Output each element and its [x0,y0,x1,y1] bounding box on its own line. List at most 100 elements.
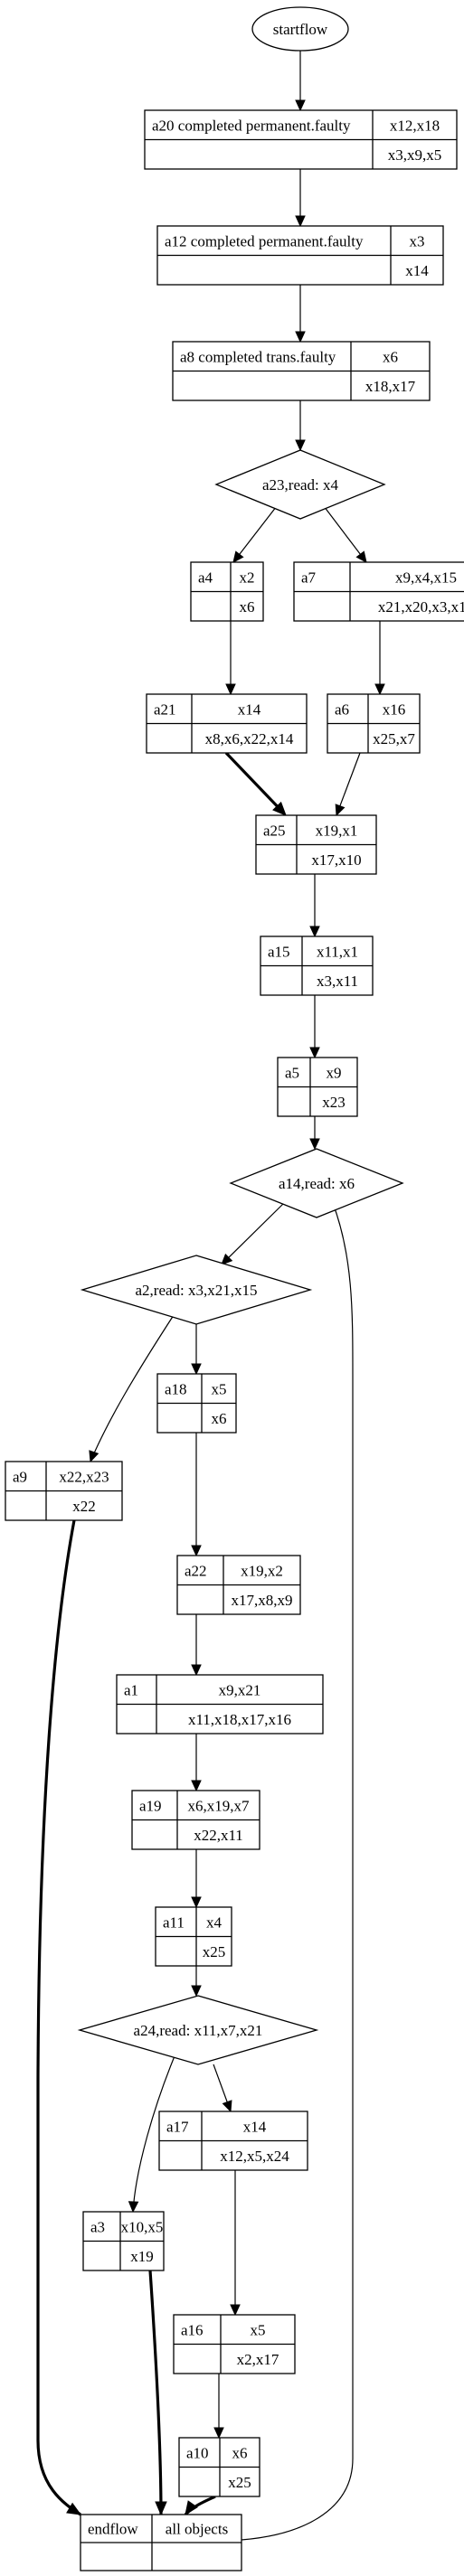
edge-a1-to-a19-arrowhead [191,1780,202,1792]
edge-a23-to-a7-arrowhead [355,550,367,563]
node-a6-bottom-values: x25,x7 [373,730,415,747]
edge-a21-to-a25 [224,751,287,816]
node-a22-top-values: x19,x2 [241,1562,283,1579]
edge-a22-to-a1 [191,1614,202,1677]
edge-a5-to-a14-arrowhead [309,1138,320,1151]
node-a21-top-values: x14 [238,700,261,718]
node-a14: a14,read: x6 [229,1148,404,1218]
edge-a8-to-a23 [295,400,306,452]
node-a17-top-values: x14 [243,2118,267,2135]
edge-startflow-to-a20-arrowhead [295,99,306,112]
node-a23-diamond [214,449,386,520]
edge-a2-to-a9 [89,1314,175,1463]
edge-a14-to-a2-line [227,1201,286,1259]
node-a15: a15 x11,x1 x3,x11 [260,935,374,996]
node-endflow: endflow all objects [80,2514,242,2571]
edge-a3-to-endflow [148,2270,167,2516]
edge-startflow-to-a20 [295,51,306,112]
node-a23: a23,read: x4 [214,449,386,520]
node-a20-bottom-values: x3,x9,x5 [388,146,442,164]
node-a15-bottom-values: x3,x11 [317,973,358,990]
node-a18-name: a18 [165,1380,187,1397]
node-a15-top-values: x11,x1 [317,943,358,960]
node-a21-bottom-values: x8,x6,x22,x14 [205,730,294,747]
edge-a2-to-a18 [191,1324,202,1376]
node-a11-bottom-values: x25 [203,1943,226,1960]
edge-a21-to-a25-line [224,751,279,808]
node-endflow-top-values: all objects [166,2521,228,2538]
node-a19-name: a19 [139,1797,162,1814]
edge-a9-to-endflow-line [36,1519,81,2516]
edge-a22-to-a1-arrowhead [191,1664,202,1677]
edge-a6-to-a25-line [338,752,361,807]
node-a14-diamond [229,1148,404,1218]
node-a10-top-values: x6 [232,2444,248,2461]
node-a15-name: a15 [268,943,290,960]
node-a25-name: a25 [263,822,286,839]
edge-a6-to-a25-arrowhead [335,804,346,817]
node-a6-top-values: x16 [383,700,406,718]
node-a23-label: a23,read: x4 [262,476,339,494]
node-startflow: startflow [251,6,349,52]
node-a22-name: a22 [185,1562,207,1579]
edge-a6-to-a25 [335,752,361,817]
node-a16-name: a16 [181,2321,204,2338]
edge-a17-to-a16 [230,2170,241,2317]
edge-a2-to-a9-line [90,1314,175,1462]
node-a1-bottom-values: x11,x18,x17,x16 [188,1711,291,1728]
edge-a16-to-a10 [213,2374,224,2440]
node-a25: a25 x19,x1 x17,x10 [255,814,377,875]
node-a16-top-values: x5 [251,2321,266,2338]
node-a21-name: a21 [154,700,176,718]
node-a17-bottom-values: x12,x5,x24 [220,2148,289,2165]
edge-a19-to-a11-arrowhead [191,1896,202,1909]
node-a1-top-values: x9,x21 [219,1681,261,1698]
node-a9-bottom-values: x22 [72,1498,96,1515]
node-a9-top-values: x22,x23 [59,1468,109,1485]
edge-a19-to-a11 [191,1849,202,1909]
edge-a10-to-endflow [184,2495,216,2516]
node-a4-top-values: x2 [240,569,255,586]
edge-a24-to-a3-arrowhead [128,2201,139,2214]
node-a24-diamond [77,1995,319,2065]
edge-a4-to-a21 [225,621,236,696]
edge-a23-to-a7-line [320,502,362,556]
edges-layer [36,51,385,2544]
node-a2-diamond [80,1255,313,1325]
edge-a21-to-a25-arrowhead [272,801,287,816]
node-a7-top-values: x9,x4,x15 [395,569,457,586]
edge-a18-to-a22-arrowhead [191,1545,202,1557]
node-a12-bottom-values: x14 [405,262,429,279]
edge-a25-to-a15-arrowhead [309,926,320,938]
node-a19-bottom-values: x22,x11 [194,1827,243,1844]
node-a3-bottom-values: x19 [130,2248,154,2265]
node-a19-top-values: x6,x19,x7 [188,1797,251,1814]
node-a25-bottom-values: x17,x10 [311,851,361,869]
node-a11-top-values: x4 [206,1913,223,1931]
edge-a23-to-a4-arrowhead [232,550,244,563]
edge-a15-to-a5 [309,995,320,1059]
node-a25-top-values: x19,x1 [316,822,358,839]
node-a17-name: a17 [166,2118,189,2135]
edge-a24-to-a17 [213,2064,232,2113]
node-a11-name: a11 [163,1913,185,1931]
node-a2-label: a2,read: x3,x21,x15 [135,1282,257,1299]
edge-a20-to-a12 [295,169,306,228]
edge-a2-to-a18-arrowhead [191,1363,202,1376]
node-a12-top-values: x3 [410,232,425,249]
node-endflow-name: endflow [88,2521,138,2538]
node-a16-bottom-values: x2,x17 [237,2351,279,2368]
edge-a23-to-a4-line [238,502,280,556]
node-a4-bottom-values: x6 [240,598,255,616]
node-a5-top-values: x9 [327,1064,342,1081]
node-a19: a19 x6,x19,x7 x22,x11 [131,1790,260,1850]
node-a5-name: a5 [285,1064,299,1081]
